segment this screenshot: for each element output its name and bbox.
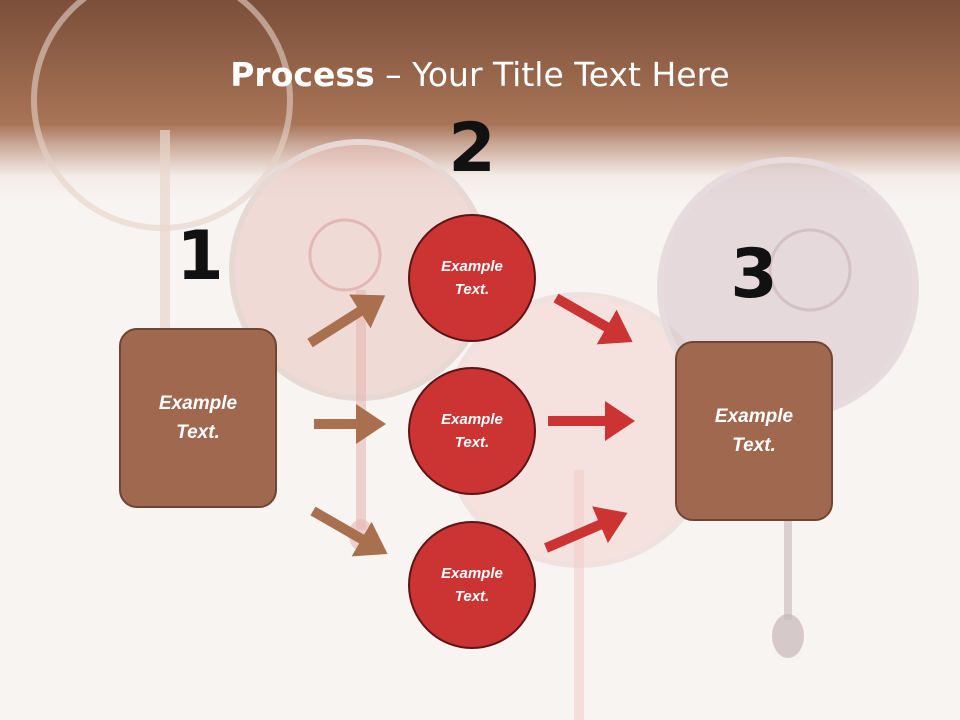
circle-bottom-line1: Example (441, 565, 503, 582)
box-left-line1: Example (158, 393, 238, 414)
box-right-line2: Text. (732, 435, 776, 456)
example-box-right: Example Text. (675, 341, 833, 521)
circle-middle-line1: Example (441, 411, 503, 428)
step-number-1: 1 (176, 217, 224, 296)
circle-bottom-line2: Text. (454, 588, 490, 605)
arrow-box1-to-circle1 (307, 294, 386, 348)
step-number-2: 2 (448, 109, 496, 188)
title-rest: – Your Title Text Here (374, 55, 730, 94)
example-circle-top: Example Text. (408, 214, 536, 342)
box-right-line1: Example (714, 406, 794, 427)
example-box-left: Example Text. (119, 328, 277, 508)
arrow-box1-to-circle3 (310, 506, 388, 557)
circle-top-line1: Example (441, 258, 503, 275)
arrow-circle3-to-box3 (544, 506, 628, 553)
box-left-line2: Text. (176, 422, 220, 443)
page-title: Process – Your Title Text Here (0, 54, 960, 96)
circle-top-line2: Text. (454, 281, 490, 298)
title-bold: Process (230, 55, 375, 94)
arrow-circle1-to-box3 (553, 293, 633, 345)
step-number-3: 3 (730, 235, 778, 314)
example-circle-bottom: Example Text. (408, 521, 536, 649)
circle-middle-line2: Text. (454, 434, 490, 451)
example-circle-middle: Example Text. (408, 367, 536, 495)
